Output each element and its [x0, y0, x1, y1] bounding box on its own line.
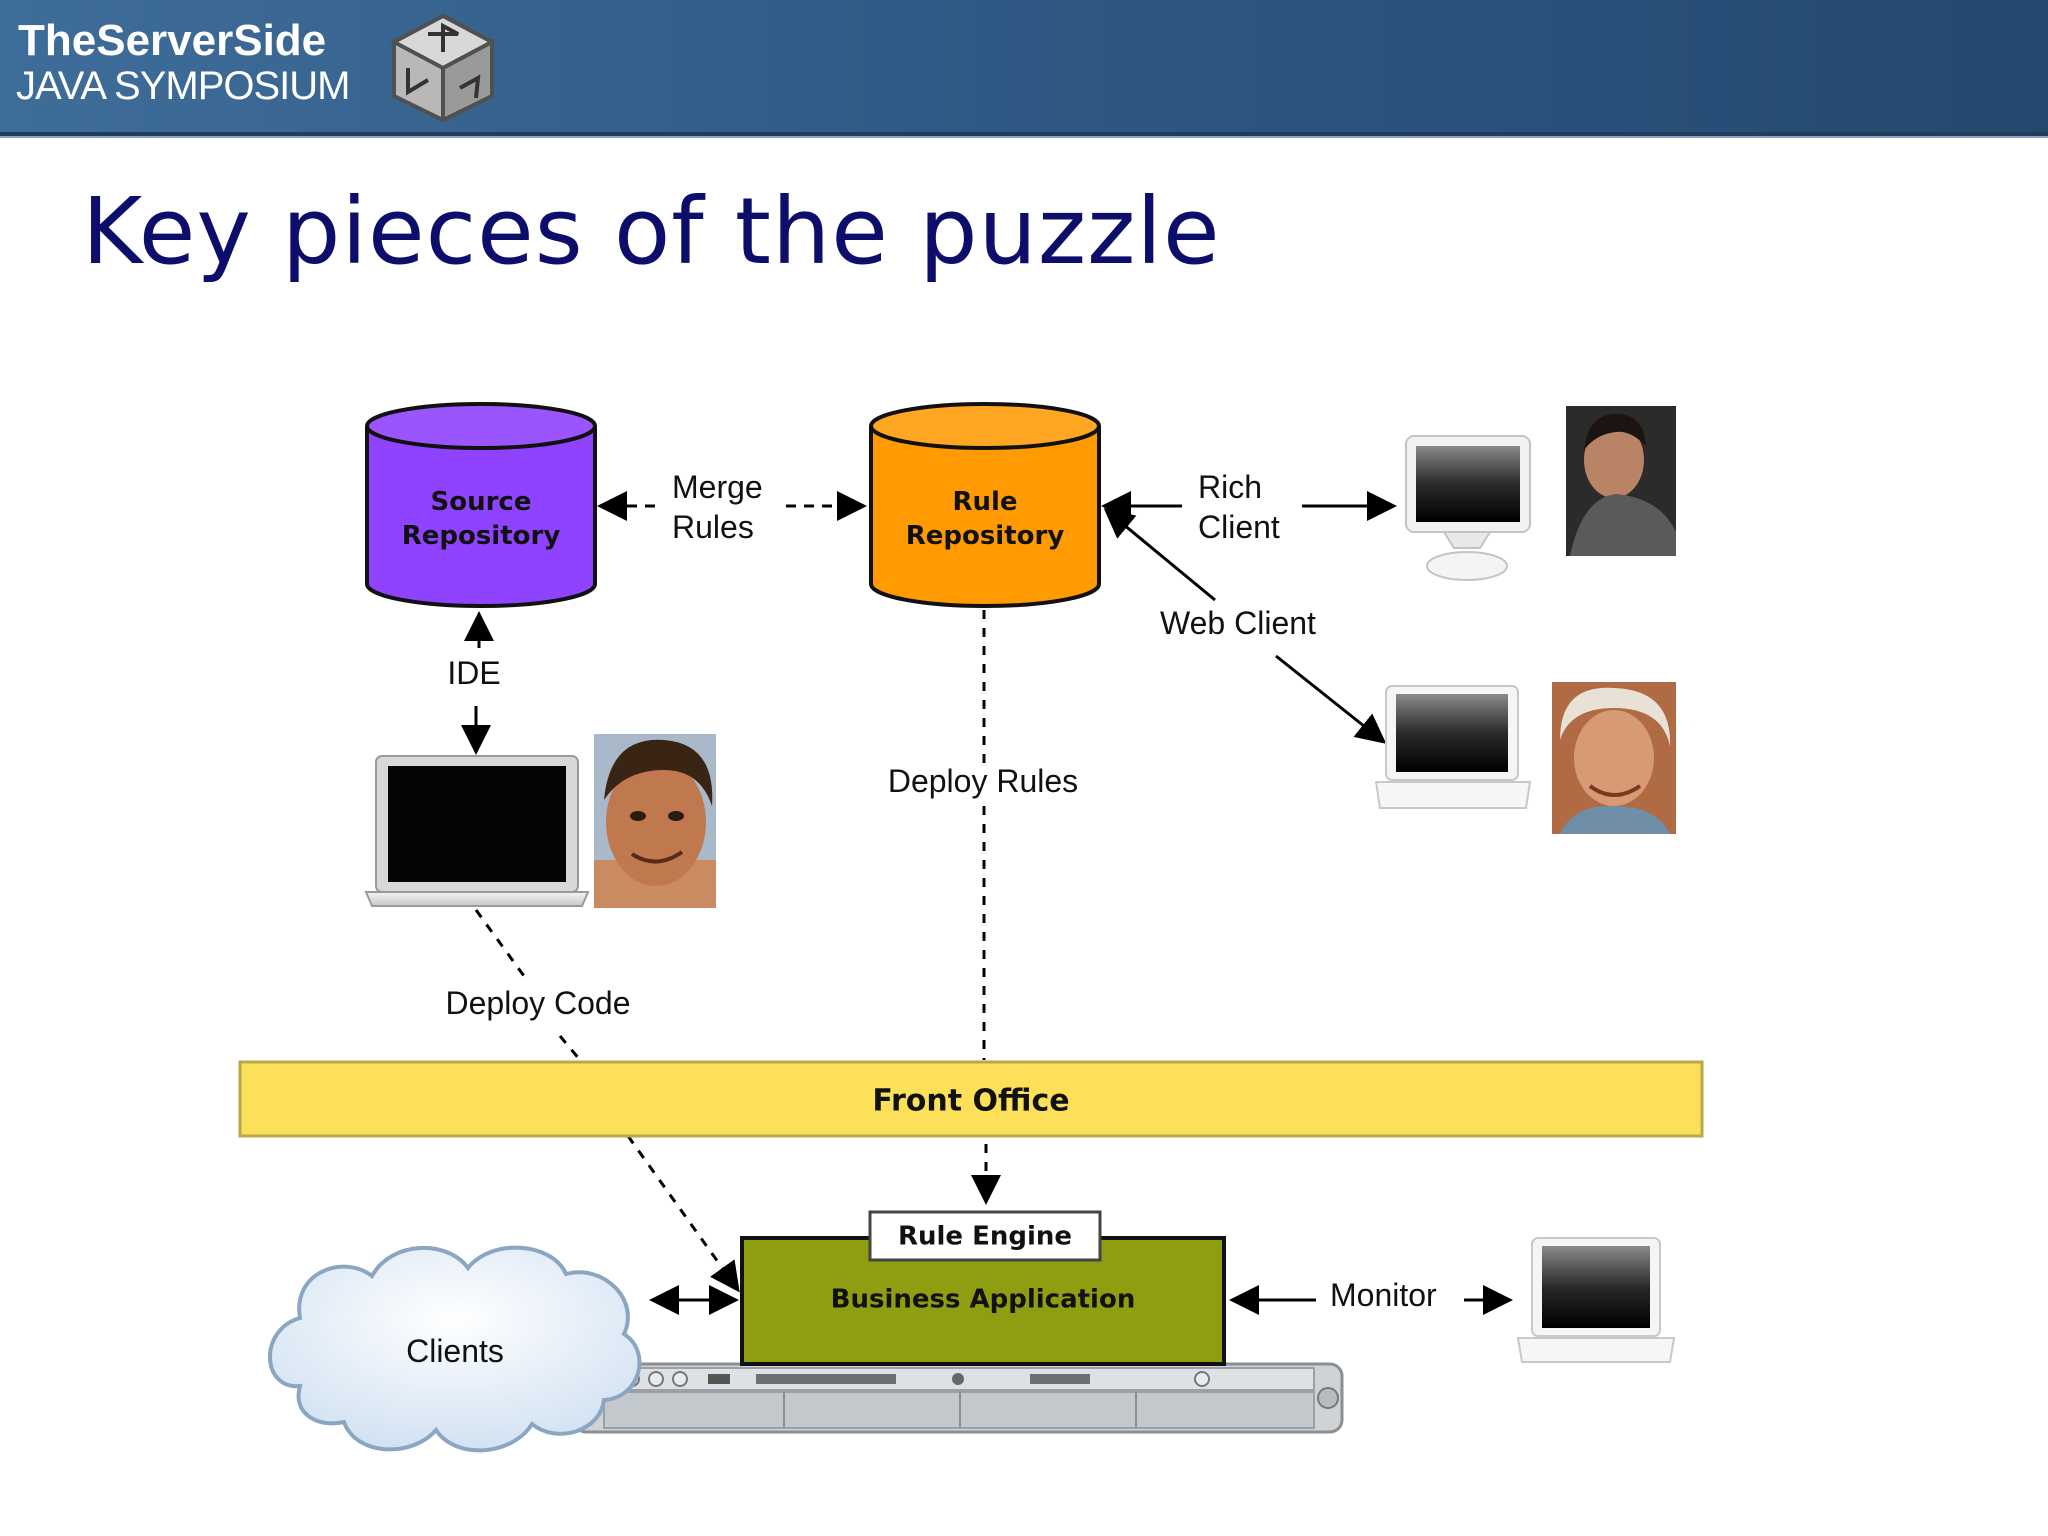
deploy-code-line-mid: [558, 1035, 582, 1061]
rich-client-label-1: Rich: [1198, 469, 1262, 505]
web-client-arrow-down: [1275, 654, 1387, 744]
deploy-code-label: Deploy Code: [446, 985, 631, 1021]
deploy-code-arrow: [626, 1135, 740, 1293]
laptop-icon: [1516, 1237, 1676, 1363]
person-photo: [1552, 682, 1676, 834]
front-office-bar: Front Office: [238, 1060, 1704, 1138]
rule-repository-label-1: Rule: [952, 487, 1017, 517]
header-bar: [0, 0, 2048, 132]
deploy-rules-label: Deploy Rules: [888, 763, 1078, 799]
ide-label: IDE: [447, 655, 500, 691]
laptop-icon: [1374, 685, 1532, 809]
business-application-label: Business Application: [831, 1285, 1136, 1315]
web-client-label: Web Client: [1160, 605, 1316, 641]
clients-label: Clients: [406, 1333, 504, 1369]
header-divider: [0, 132, 2048, 136]
desktop-computer-icon: [1405, 435, 1531, 581]
server-rack-icon: [572, 1362, 1344, 1434]
web-client-arrow-up: [1103, 508, 1216, 602]
brand-subtitle: JAVA SYMPOSIUM: [16, 64, 350, 108]
rule-repository-label-2: Repository: [906, 521, 1065, 551]
cube-icon: [389, 13, 497, 122]
developer-photo: [594, 734, 716, 908]
merge-rules-label-2: Rules: [672, 509, 754, 545]
rule-repository: Rule Repository: [869, 402, 1101, 608]
rule-engine-label: Rule Engine: [898, 1222, 1072, 1252]
slide-title: Key pieces of the puzzle: [82, 178, 1221, 285]
source-repository-label-2: Repository: [402, 521, 561, 551]
deploy-code-line-upper: [474, 909, 526, 977]
cloud-icon: Clients: [268, 1245, 642, 1453]
rule-engine-box: Rule Engine: [868, 1210, 1102, 1262]
rich-client-label-2: Client: [1198, 509, 1280, 545]
monitor-label: Monitor: [1330, 1277, 1437, 1313]
brand-name: TheServerSide: [18, 16, 327, 65]
source-repository: Source Repository: [365, 402, 597, 608]
merge-rules-label-1: Merge: [672, 469, 763, 505]
person-photo: [1566, 406, 1676, 556]
source-repository-label-1: Source: [431, 487, 532, 517]
laptop-icon: [364, 755, 590, 907]
header-divider-light: [0, 136, 2048, 138]
front-office-label: Front Office: [872, 1084, 1069, 1119]
